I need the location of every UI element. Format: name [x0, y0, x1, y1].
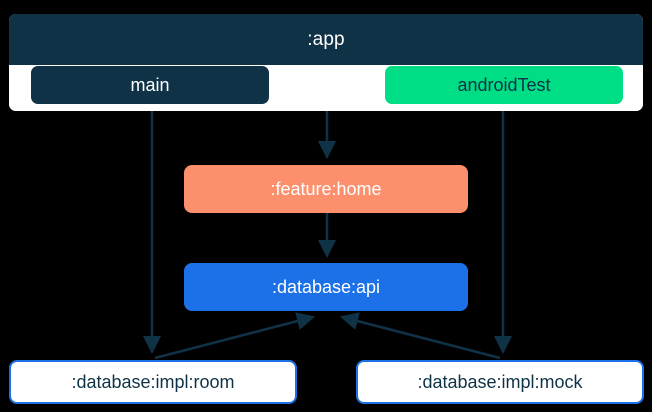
node-database-impl-mock[interactable]: :database:impl:mock — [356, 360, 644, 404]
node-database-api-label: :database:api — [271, 276, 381, 297]
node-database-impl-room-label: :database:impl:room — [71, 371, 235, 392]
cluster-app[interactable]: :app main androidTest — [9, 14, 643, 111]
cluster-app-title: :app — [9, 14, 643, 65]
node-main[interactable]: main — [31, 66, 269, 104]
node-feature-home[interactable]: :feature:home — [184, 165, 468, 213]
cluster-app-body: main androidTest — [9, 65, 643, 111]
edge-impl-mock-to-database-api — [339, 312, 501, 360]
node-main-label: main — [130, 74, 170, 95]
edge-impl-room-to-database-api — [154, 312, 316, 360]
cluster-app-label: :app — [307, 28, 345, 50]
node-database-impl-room[interactable]: :database:impl:room — [9, 360, 297, 404]
node-androidtest-label: androidTest — [457, 74, 551, 95]
node-feature-home-label: :feature:home — [270, 178, 382, 199]
node-database-api[interactable]: :database:api — [184, 263, 468, 311]
node-database-impl-mock-label: :database:impl:mock — [417, 371, 583, 392]
node-androidtest[interactable]: androidTest — [385, 66, 623, 104]
